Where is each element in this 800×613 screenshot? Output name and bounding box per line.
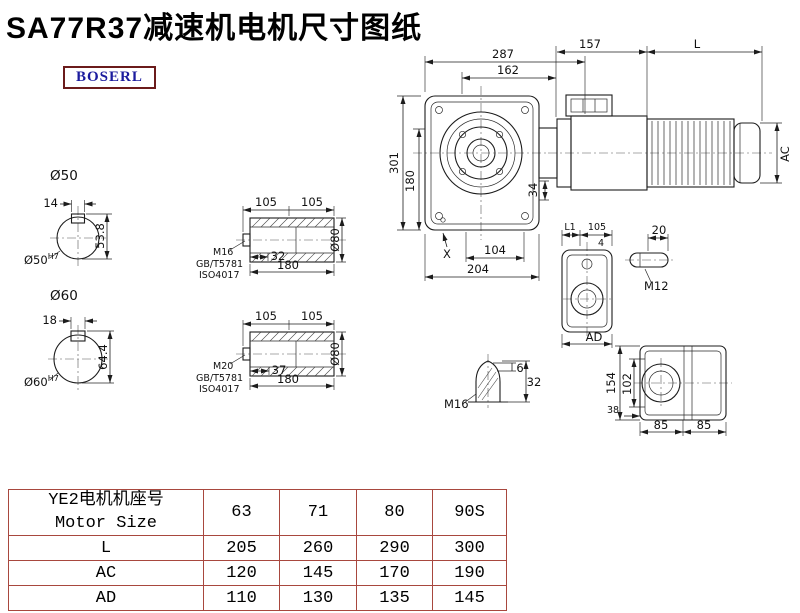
ht-thread-m16: M16 bbox=[213, 247, 233, 258]
hollow-shaft-bottom: 105 105 37 180 Ø80 M20 GB/T5781 ISO4017 bbox=[196, 309, 346, 395]
shaft-section-60: Ø60 18 64.4 Ø60H7 bbox=[24, 288, 114, 390]
plug-view: 6 32 M16 bbox=[444, 354, 541, 411]
size-col-header: 71 bbox=[279, 489, 357, 536]
dim-301: 301 bbox=[387, 152, 401, 174]
hb-dim-105-right: 105 bbox=[301, 309, 323, 323]
rv-dim-ad: AD bbox=[586, 330, 603, 344]
shaft50-dim-14: 14 bbox=[43, 196, 58, 210]
side-view: 154 102 38 85 85 bbox=[604, 345, 732, 436]
hb-dim-37: 37 bbox=[272, 363, 287, 377]
table-row-ac: AC 120 145 170 190 bbox=[8, 560, 507, 586]
shaft50-title: Ø50 bbox=[50, 168, 78, 184]
row-label: AC bbox=[8, 560, 204, 586]
rear-view: L1 105 4 AD bbox=[561, 222, 613, 348]
table-header-row: YE2电机机座号 Motor Size 63 71 80 90S bbox=[8, 489, 507, 536]
shaft60-dim-64-4: 64.4 bbox=[96, 344, 110, 370]
rv-dim-4: 4 bbox=[598, 238, 604, 249]
dim-value: 290 bbox=[356, 535, 433, 561]
dim-value: 260 bbox=[279, 535, 357, 561]
page-title: SA77R37减速机电机尺寸图纸 bbox=[6, 12, 423, 45]
hb-dim-d80: Ø80 bbox=[328, 342, 342, 366]
dim-value: 145 bbox=[432, 585, 507, 611]
sv-dim-85-left: 85 bbox=[654, 418, 669, 432]
plug-thread-m16: M16 bbox=[444, 397, 469, 411]
dim-value: 130 bbox=[279, 585, 357, 611]
technical-drawing: 287 162 157 L 301 180 34 AC X 104 204 Ø5… bbox=[24, 37, 792, 436]
ht-dim-105-left: 105 bbox=[255, 195, 277, 209]
shaft50-dim-53-8: 53.8 bbox=[93, 223, 107, 249]
dim-value: 205 bbox=[203, 535, 280, 561]
label-x: X bbox=[443, 247, 451, 261]
dim-ac: AC bbox=[778, 146, 792, 162]
hollow-shaft-top: 105 105 32 180 Ø80 M16 GB/T5781 ISO4017 bbox=[196, 195, 346, 281]
sv-dim-102: 102 bbox=[620, 373, 634, 395]
dim-l: L bbox=[694, 37, 701, 51]
ht-std-gb: GB/T5781 bbox=[196, 259, 243, 270]
plug-dim-32: 32 bbox=[527, 375, 542, 389]
dim-value: 170 bbox=[356, 560, 433, 586]
dim-204: 204 bbox=[467, 262, 489, 276]
pin-view: 20 M12 bbox=[625, 223, 673, 293]
table-row-ad: AD 110 130 135 145 bbox=[8, 585, 507, 611]
row-label: AD bbox=[8, 585, 204, 611]
dim-value: 135 bbox=[356, 585, 433, 611]
dim-value: 190 bbox=[432, 560, 507, 586]
header-motor-size-en: Motor Size bbox=[54, 513, 158, 533]
dim-104: 104 bbox=[484, 243, 506, 257]
shaft60-dim-18: 18 bbox=[42, 313, 57, 327]
hb-thread-m20: M20 bbox=[213, 361, 233, 372]
main-view: 287 162 157 L 301 180 34 AC X 104 204 bbox=[387, 37, 792, 281]
shaft60-bore-label: Ø60H7 bbox=[24, 374, 59, 389]
ht-dim-32: 32 bbox=[271, 249, 286, 263]
shaft60-title: Ø60 bbox=[50, 288, 78, 304]
size-col-header: 63 bbox=[203, 489, 280, 536]
ht-std-iso: ISO4017 bbox=[199, 270, 240, 281]
dim-157: 157 bbox=[579, 37, 601, 51]
hb-std-gb: GB/T5781 bbox=[196, 373, 243, 384]
dim-287: 287 bbox=[492, 47, 514, 61]
gearbox-housing bbox=[424, 95, 540, 231]
size-col-header: 90S bbox=[432, 489, 507, 536]
rv-dim-105: 105 bbox=[588, 222, 606, 233]
sv-dim-85-right: 85 bbox=[697, 418, 712, 432]
motor-body bbox=[538, 94, 761, 191]
dim-value: 120 bbox=[203, 560, 280, 586]
hb-dim-180: 180 bbox=[277, 372, 299, 386]
size-col-header: 80 bbox=[356, 489, 433, 536]
ht-dim-105-right: 105 bbox=[301, 195, 323, 209]
hb-dim-105-left: 105 bbox=[255, 309, 277, 323]
plug-dim-6: 6 bbox=[516, 361, 523, 375]
sv-dim-154: 154 bbox=[604, 372, 618, 394]
shaft50-bore-label: Ø50H7 bbox=[24, 252, 59, 267]
pin-thread-m12: M12 bbox=[644, 279, 669, 293]
dim-34: 34 bbox=[526, 183, 540, 198]
motor-size-table: YE2电机机座号 Motor Size 63 71 80 90S L 205 2… bbox=[8, 489, 507, 611]
shaft-section-50: Ø50 14 53.8 Ø50H7 bbox=[24, 168, 112, 268]
ht-dim-d80: Ø80 bbox=[328, 228, 342, 252]
table-row-l: L 205 260 290 300 bbox=[8, 535, 507, 561]
ht-dim-180: 180 bbox=[277, 258, 299, 272]
rv-dim-l1: L1 bbox=[564, 222, 575, 233]
dim-value: 145 bbox=[279, 560, 357, 586]
header-motor-size: YE2电机机座号 Motor Size bbox=[8, 489, 204, 536]
row-label: L bbox=[8, 535, 204, 561]
dim-value: 300 bbox=[432, 535, 507, 561]
brand-logo: BOSERL bbox=[63, 66, 156, 89]
pin-dim-20: 20 bbox=[652, 223, 667, 237]
hb-std-iso: ISO4017 bbox=[199, 384, 240, 395]
dim-162: 162 bbox=[497, 63, 519, 77]
dim-180: 180 bbox=[403, 170, 417, 192]
sv-dim-38: 38 bbox=[607, 405, 619, 416]
dim-value: 110 bbox=[203, 585, 280, 611]
header-motor-size-cn: YE2电机机座号 bbox=[48, 491, 164, 511]
